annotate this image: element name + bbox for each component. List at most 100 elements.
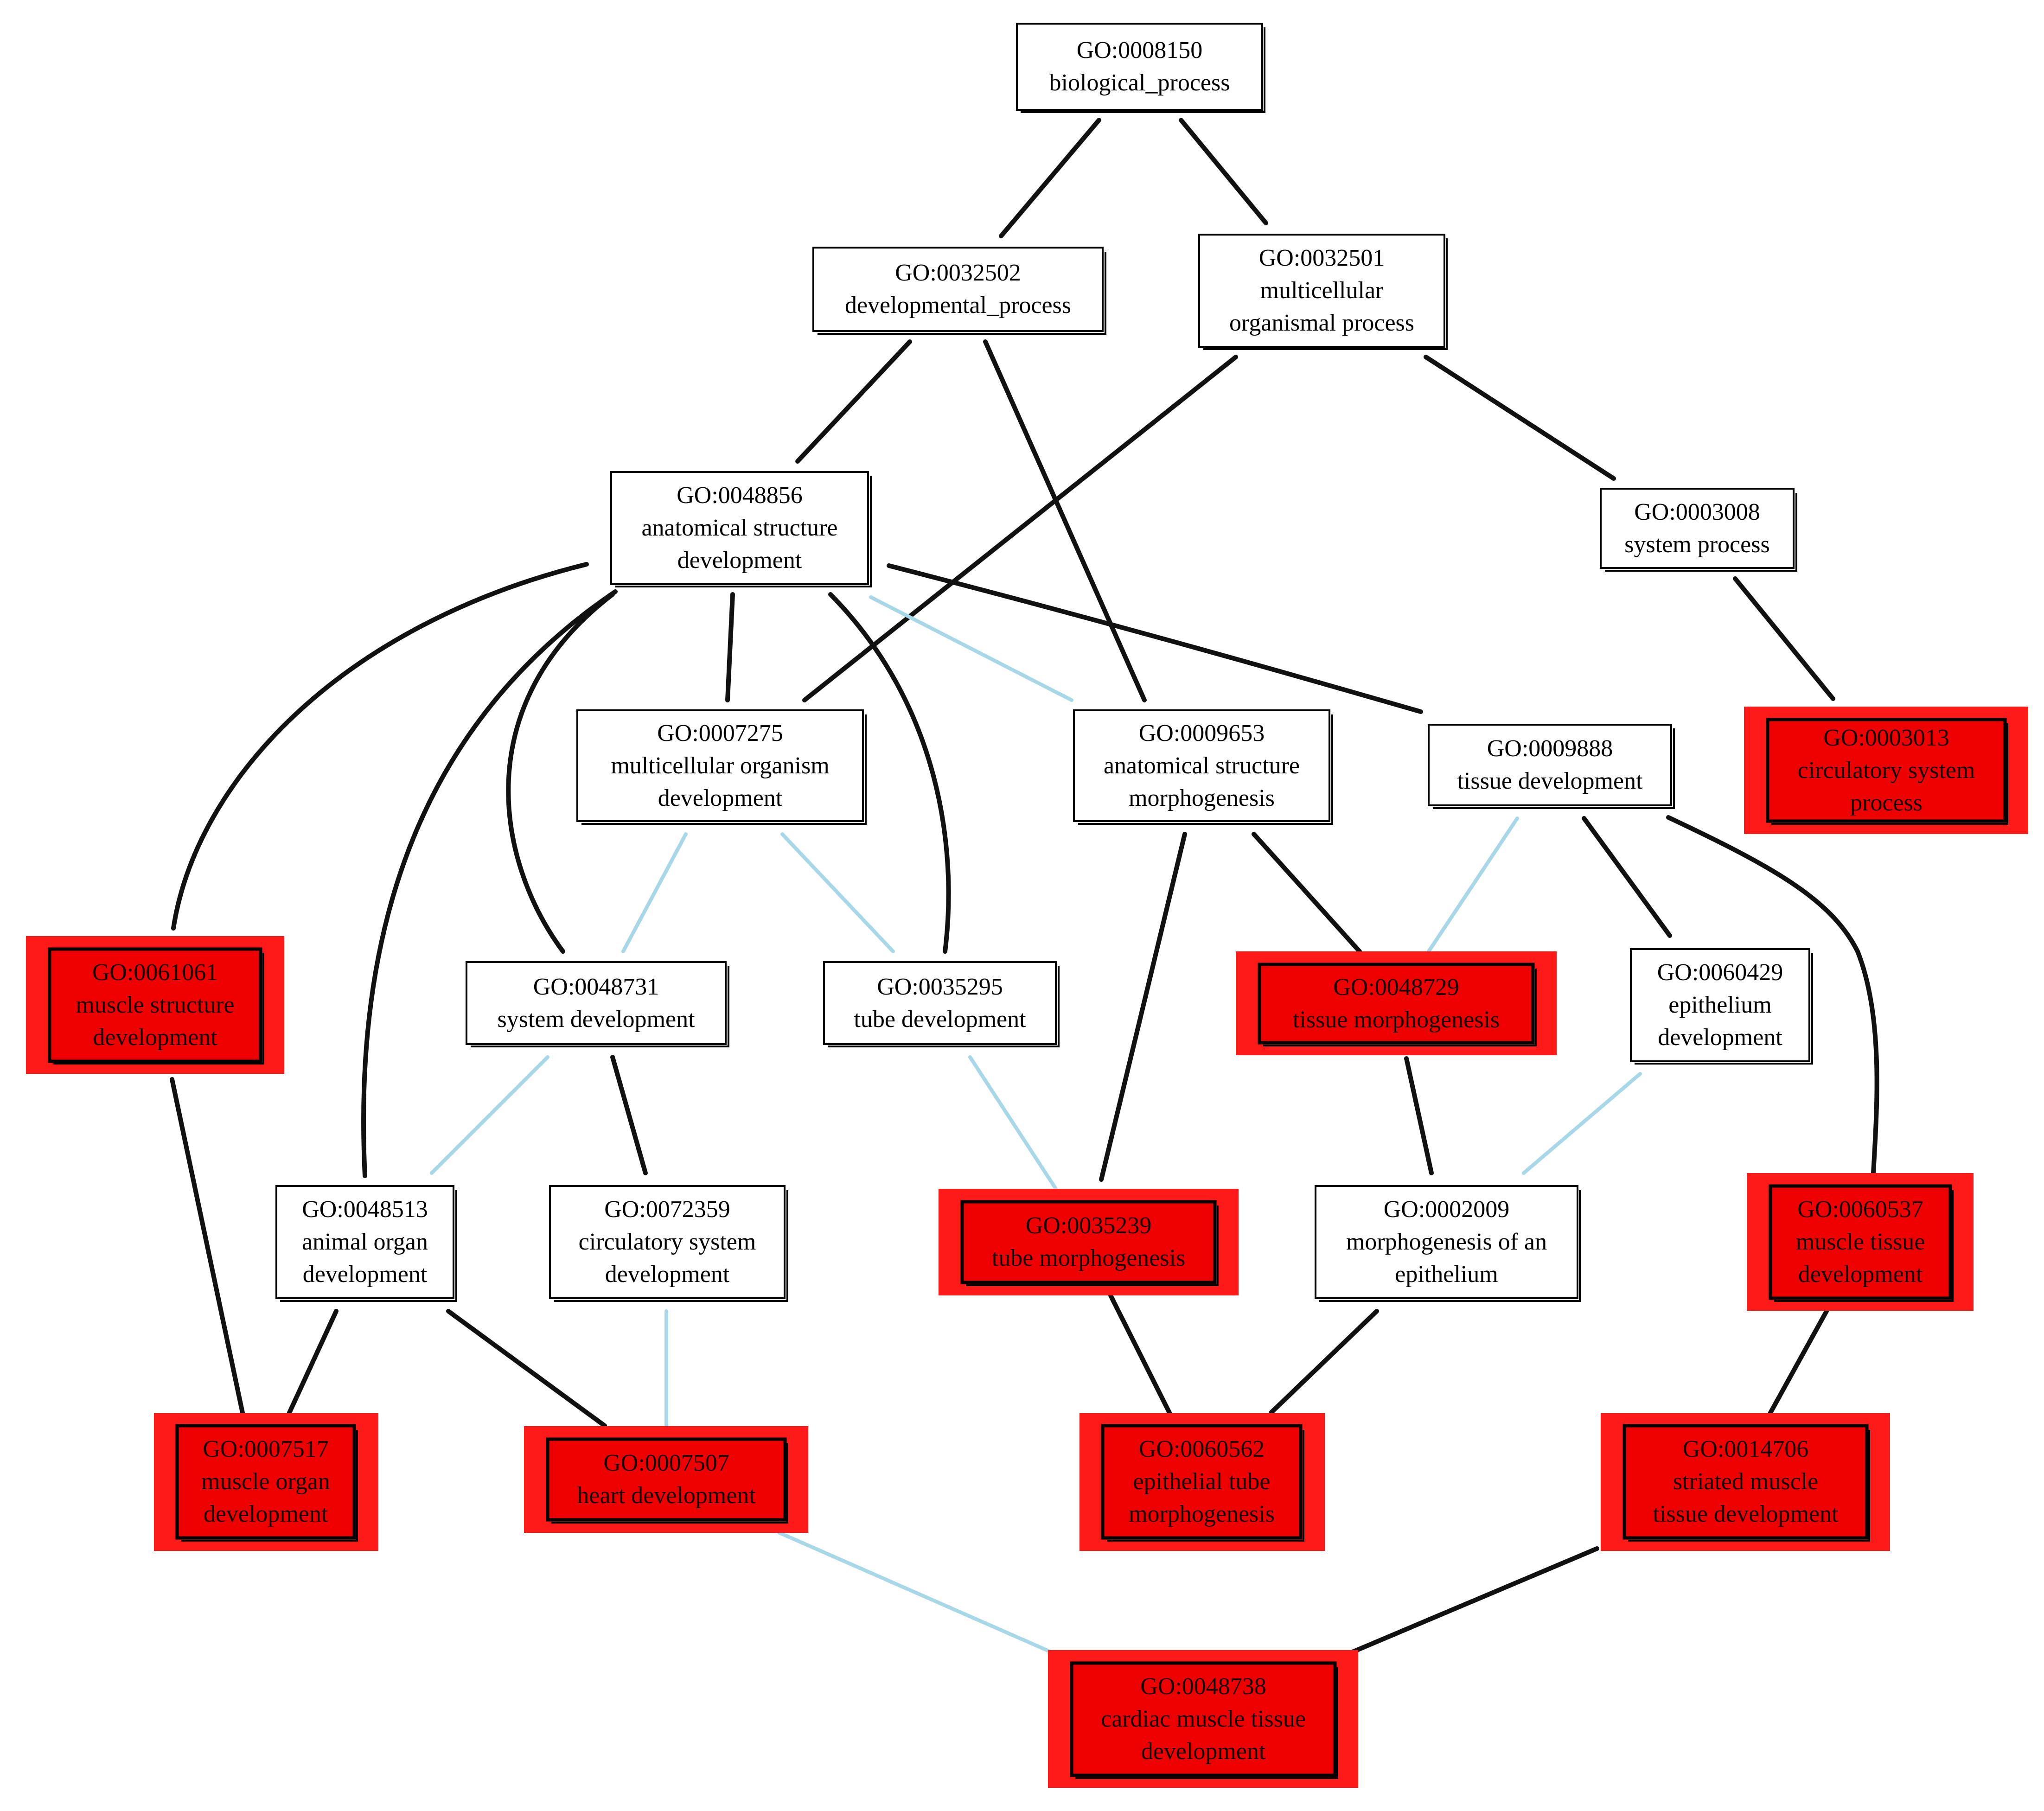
node-box: [1101, 1424, 1303, 1540]
go-node-0007275[interactable]: [576, 709, 867, 825]
node-shadow: [1203, 238, 1448, 350]
node-shadow: [1078, 714, 1333, 825]
go-node-0035239[interactable]: [939, 1189, 1239, 1295]
node-box: [546, 1437, 787, 1522]
part-of-edge-0007275-0035295: [780, 832, 895, 953]
node-shadow: [1107, 1430, 1304, 1542]
node-box: [576, 709, 864, 822]
go-node-0032502[interactable]: [812, 247, 1106, 335]
go-node-0009653[interactable]: [1073, 709, 1333, 825]
go-node-0048513[interactable]: [275, 1185, 457, 1302]
edge-layer: [170, 118, 1879, 1655]
node-box: [275, 1185, 454, 1299]
node-box: [960, 1200, 1217, 1284]
go-node-0060429[interactable]: [1630, 948, 1813, 1065]
node-box: [1622, 1424, 1869, 1540]
is-a-edge-0048856-0007275: [725, 592, 735, 702]
part-of-edge-0009888-0048729: [1427, 816, 1519, 953]
go-node-0009888[interactable]: [1428, 724, 1675, 809]
go-node-0048731[interactable]: [466, 961, 729, 1047]
go-node-0002009[interactable]: [1315, 1185, 1581, 1302]
go-node-0060537[interactable]: [1747, 1173, 1974, 1311]
node-shadow: [1771, 723, 2008, 825]
is-a-edge-0048729-0002009: [1404, 1056, 1434, 1175]
is-a-edge-0002009-0060562: [1269, 1309, 1379, 1415]
node-box: [549, 1185, 786, 1299]
node-box: [1766, 718, 2007, 823]
node-shadow: [280, 1190, 457, 1302]
go-node-0048856[interactable]: [610, 471, 872, 587]
is-a-edge-0032502-0009653: [983, 339, 1147, 702]
node-box: [812, 247, 1104, 332]
is-a-edge-0003008-0003013: [1733, 576, 1835, 701]
is-a-edge-0014706-0048738: [1348, 1546, 1599, 1655]
node-box: [48, 947, 262, 1063]
is-a-edge-0032501-0003008: [1424, 355, 1616, 481]
node-shadow: [551, 1443, 788, 1524]
go-node-0014706[interactable]: [1601, 1413, 1890, 1551]
node-box: [1600, 488, 1795, 569]
part-of-edge-0007275-0048731: [621, 832, 688, 953]
node-shadow: [1319, 1190, 1581, 1302]
go-node-0032501[interactable]: [1198, 234, 1448, 350]
part-of-edge-0060429-0002009: [1522, 1072, 1642, 1175]
is-a-edge-0060537-0014706: [1768, 1309, 1829, 1415]
go-node-0048729[interactable]: [1236, 951, 1557, 1055]
node-shadow: [1628, 1430, 1870, 1542]
go-node-0048738[interactable]: [1048, 1650, 1358, 1788]
is-a-edge-0048731-0072359: [610, 1055, 648, 1175]
is-a-edge-0008150-0032502: [999, 118, 1101, 238]
node-shadow: [1021, 27, 1265, 113]
node-box: [1016, 23, 1263, 111]
node-shadow: [615, 476, 872, 587]
is-a-edge-0009888-0060429: [1582, 816, 1672, 938]
go-node-0061061[interactable]: [26, 936, 284, 1074]
is-a-edge-0032501-0007275: [802, 355, 1238, 702]
node-box: [1769, 1184, 1952, 1300]
go-node-0003008[interactable]: [1600, 488, 1797, 572]
node-shadow: [818, 252, 1106, 335]
go-node-0072359[interactable]: [549, 1185, 788, 1302]
node-box: [175, 1424, 356, 1540]
node-shadow: [554, 1190, 788, 1302]
go-node-0007517[interactable]: [154, 1413, 378, 1551]
is-a-edge-0009653-0048729: [1252, 832, 1362, 954]
is-a-edge-0048856-0009888: [887, 563, 1423, 714]
is-a-edge-0048856-0048731: [506, 592, 615, 954]
node-shadow: [1075, 1667, 1338, 1779]
is-a-edge-0048856-0035295: [828, 592, 951, 954]
node-box: [1428, 724, 1672, 806]
go-node-0060562[interactable]: [1079, 1413, 1325, 1551]
node-box: [466, 961, 727, 1045]
node-shadow: [1433, 728, 1675, 809]
node-shadow: [581, 714, 867, 825]
node-shadow: [1263, 969, 1537, 1046]
part-of-edge-0007507-0048738: [778, 1531, 1055, 1655]
part-of-edge-0048731-0048513: [430, 1055, 549, 1175]
is-a-edge-0032502-0048856: [795, 339, 912, 464]
go-node-0035295[interactable]: [823, 961, 1060, 1047]
go-node-0007507[interactable]: [524, 1426, 808, 1533]
node-box: [1630, 948, 1810, 1062]
is-a-edge-0009888-0060537: [1666, 815, 1879, 1175]
go-node-0003013[interactable]: [1744, 707, 2028, 834]
node-box: [1073, 709, 1330, 822]
is-a-edge-0048856-0061061: [171, 562, 589, 931]
node-layer: [26, 23, 2028, 1788]
is-a-edge-0061061-0007517: [170, 1077, 245, 1415]
node-box: [1070, 1661, 1337, 1777]
is-a-edge-0009653-0035239: [1099, 832, 1187, 1182]
is-a-edge-0035239-0060562: [1108, 1293, 1172, 1415]
is-a-edge-0048513-0007517: [287, 1309, 339, 1415]
go-node-0008150[interactable]: [1016, 23, 1265, 113]
part-of-edge-0048856-0009653: [869, 595, 1073, 702]
node-shadow: [53, 953, 264, 1065]
node-box: [823, 961, 1057, 1045]
is-a-edge-0008150-0032501: [1179, 118, 1268, 225]
node-shadow: [1774, 1190, 1954, 1302]
node-shadow: [471, 966, 729, 1047]
node-box: [1198, 234, 1445, 348]
node-box: [1258, 963, 1535, 1045]
